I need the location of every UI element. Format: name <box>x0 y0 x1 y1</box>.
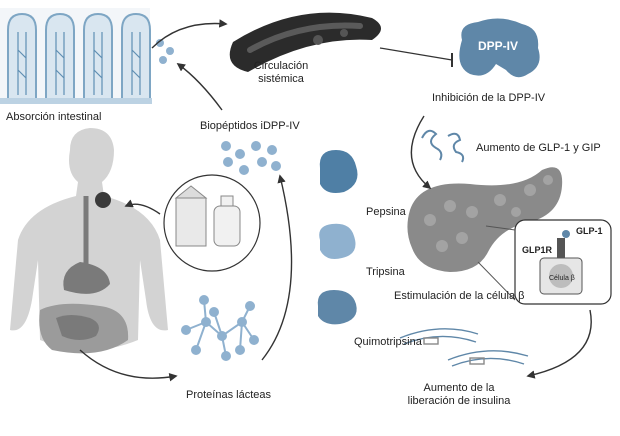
glp-gip-hormones <box>421 129 465 163</box>
label-intestinal-absorption: Absorción intestinal <box>6 111 102 123</box>
label-trypsin: Tripsina <box>366 266 405 278</box>
human-body-illustration <box>10 128 168 354</box>
dpp4-enzyme-shape <box>459 18 540 78</box>
arrow-villi-to-vessel <box>151 19 228 49</box>
label-beta-cell: Célula β <box>549 275 575 282</box>
blood-vessel-illustration <box>229 12 381 73</box>
label-insulin-release-line1: Aumento de la <box>423 382 495 394</box>
label-dpp4: DPP-IV <box>478 39 519 53</box>
label-insulin-release: Aumento de la liberación de insulina <box>394 382 524 408</box>
panel-connector-top <box>485 225 516 231</box>
beta-cell-panel <box>514 219 612 305</box>
trypsin-enzyme <box>319 223 356 259</box>
label-glp1r: GLP1R <box>522 245 553 255</box>
label-systemic-circulation: Circulación sistémica <box>226 60 336 86</box>
label-milk-proteins: Proteínas lácteas <box>186 389 271 401</box>
panel-connector-bottom <box>477 261 516 301</box>
arrow-milk-to-mouth <box>124 199 161 215</box>
label-biopeptides: Biopéptidos iDPP-IV <box>200 120 300 132</box>
arrow-proteins-to-biopeptides <box>261 174 293 361</box>
label-insulin-release-line2: liberación de insulina <box>407 395 511 407</box>
label-systemic-circulation-line1: Circulación <box>253 60 309 72</box>
milk-products-illustration <box>163 174 261 272</box>
mouth-marker <box>95 192 111 208</box>
arrow-peptides-to-villi <box>176 63 223 111</box>
pepsin-enzyme <box>319 150 358 193</box>
label-chymotrypsin: Quimotripsina <box>354 336 422 348</box>
intestinal-villi-illustration <box>0 8 152 104</box>
chymotrypsin-enzyme <box>317 290 357 325</box>
label-dpp4-inhibition: Inhibición de la DPP-IV <box>432 92 546 104</box>
arrow-beta-cell-to-insulin <box>526 309 592 379</box>
arrow-dpp4-to-pancreas <box>410 115 432 190</box>
milk-proteins-beads <box>181 295 259 361</box>
label-glp-increase: Aumento de GLP-1 y GIP <box>476 142 601 154</box>
arrow-intestine-to-proteins <box>79 349 178 382</box>
inhibition-line <box>379 47 453 61</box>
label-glp1: GLP-1 <box>576 226 603 236</box>
absorbed-peptides <box>156 39 174 64</box>
label-pepsin: Pepsina <box>366 206 406 218</box>
pancreas-illustration <box>407 167 563 272</box>
label-beta-cell-stimulation: Estimulación de la célula β <box>394 290 525 302</box>
biopeptides-cluster <box>221 141 281 175</box>
insulin-molecules <box>399 328 529 367</box>
label-systemic-circulation-line2: sistémica <box>258 73 304 85</box>
